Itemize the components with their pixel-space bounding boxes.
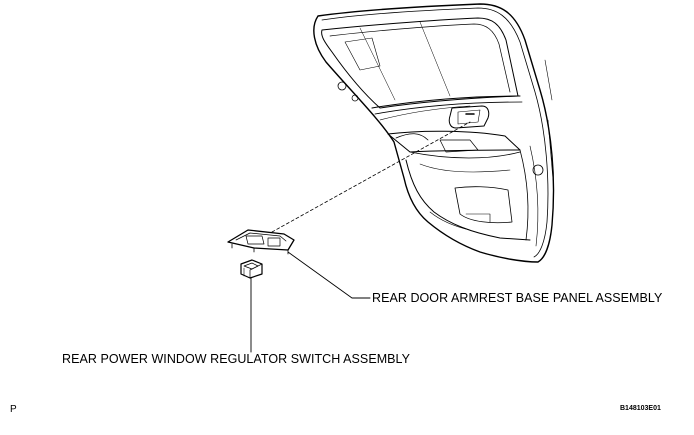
window-opening <box>321 17 519 109</box>
corner-mark: P <box>10 404 17 415</box>
label-armrest-base-panel: REAR DOOR ARMREST BASE PANEL ASSEMBLY <box>372 291 663 305</box>
armrest-base-panel-drawing <box>227 229 295 255</box>
door-outline <box>313 3 555 263</box>
door-pocket <box>454 186 513 224</box>
figure-code: B148103E01 <box>620 405 661 412</box>
inside-handle-recess <box>448 105 490 129</box>
leader-armrest-panel <box>287 251 371 299</box>
rear-door-drawing <box>313 3 555 263</box>
label-window-regulator-switch: REAR POWER WINDOW REGULATOR SWITCH ASSEM… <box>62 352 411 366</box>
assembly-dashed-line <box>271 121 471 233</box>
window-switch-drawing <box>240 259 263 279</box>
